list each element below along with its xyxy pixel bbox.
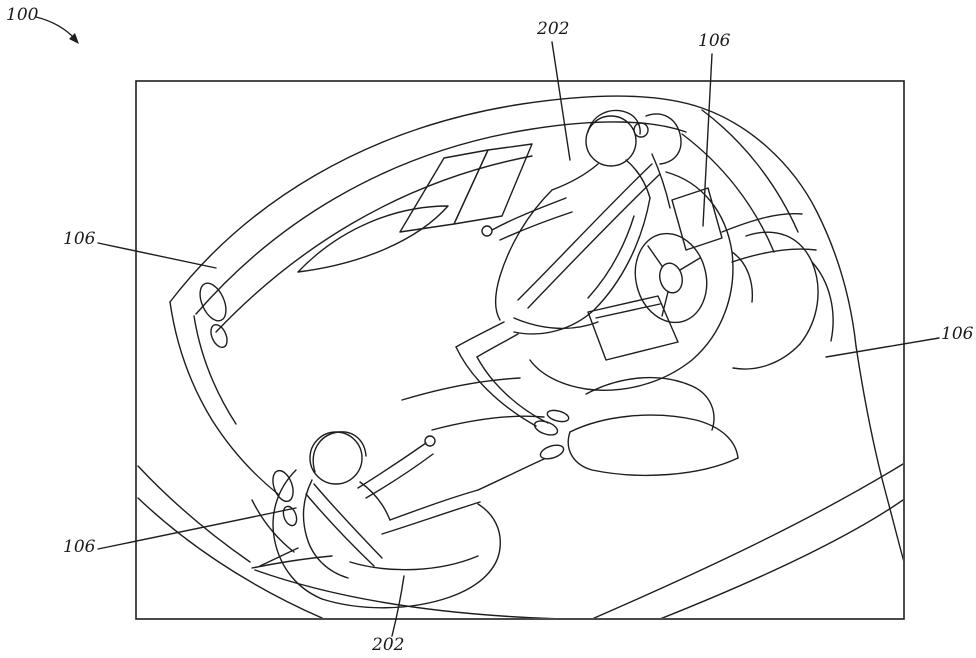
leader-106-topright	[702, 53, 713, 227]
seat-far-right	[732, 231, 834, 370]
occupant-reclined	[455, 109, 682, 436]
leader-lines	[97, 41, 940, 637]
ref-100-arrowhead	[69, 33, 79, 44]
seat-lower	[272, 469, 501, 609]
ref-label-106-bottomleft: 106	[63, 537, 96, 557]
seatbelt-upper	[513, 163, 661, 330]
body-lines-lower-left	[137, 465, 556, 618]
ref-label-106-topright: 106	[698, 31, 731, 51]
leader-202-bottom	[391, 575, 405, 637]
steering-wheel	[634, 232, 708, 324]
ref-label-100: 100	[6, 5, 39, 25]
ref-100-arrow	[35, 16, 79, 44]
ref-label-202-bottom: 202	[372, 635, 405, 655]
ref-label-202-top: 202	[537, 19, 570, 39]
seat-center-empty	[567, 376, 739, 477]
leader-106-left	[97, 242, 217, 269]
figure-border	[135, 80, 905, 620]
occupant-seated	[302, 431, 565, 579]
cabin-outline	[169, 95, 857, 347]
ref-label-106-left: 106	[63, 229, 96, 249]
tablet-device	[587, 295, 679, 361]
ref-label-106-right: 106	[941, 324, 974, 344]
leader-106-right	[825, 337, 940, 358]
vehicle-interior-drawing	[137, 95, 903, 618]
left-door-panel	[169, 282, 298, 553]
seat-upper	[529, 171, 754, 391]
floor-console-lines	[401, 377, 545, 431]
leader-106-bottomleft	[97, 507, 297, 550]
leader-202-top	[551, 41, 571, 161]
body-lines-right	[592, 109, 903, 618]
